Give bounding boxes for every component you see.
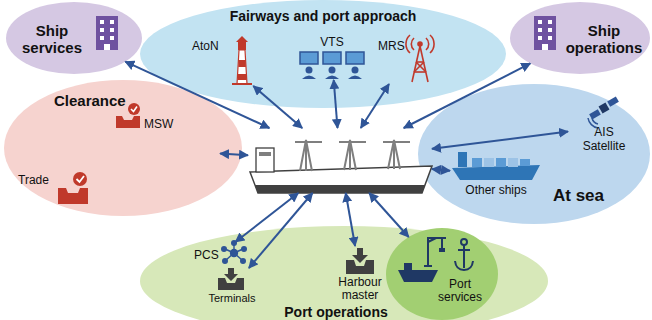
double-arrow xyxy=(249,193,313,268)
double-arrow xyxy=(235,193,298,242)
item-label: Port services xyxy=(436,278,484,304)
double-arrow xyxy=(369,193,409,237)
network-icon xyxy=(222,241,247,264)
double-arrow xyxy=(253,86,302,128)
double-arrow xyxy=(432,132,568,149)
category-title: At sea xyxy=(553,186,613,206)
item-label: Harbour master xyxy=(330,276,390,301)
double-arrow xyxy=(125,62,269,128)
mrs-item: MRS xyxy=(378,34,432,84)
double-arrow xyxy=(404,63,531,128)
ellipse-outline xyxy=(418,84,650,224)
container-ship-icon xyxy=(452,152,540,180)
building-icon xyxy=(96,16,118,50)
item-label: Terminals xyxy=(200,292,264,305)
satellite-icon xyxy=(588,97,619,128)
inbox-icon xyxy=(346,248,374,274)
radio-tower-icon xyxy=(406,35,434,82)
double-arrow xyxy=(220,154,248,156)
double-arrow xyxy=(361,84,389,128)
item-label: AIS Satellite xyxy=(576,126,632,154)
double-arrow xyxy=(432,169,450,171)
category-title: Clearance xyxy=(54,92,154,109)
category-title: Fairways and port approach xyxy=(140,8,506,24)
category-title: Ship services xyxy=(16,22,88,57)
double-arrow xyxy=(334,80,338,128)
building-icon xyxy=(534,16,556,50)
lighthouse-icon xyxy=(232,36,252,84)
item-label: VTS xyxy=(296,36,368,50)
ellipse-outline xyxy=(6,2,142,74)
category-ellipse: Port operations PCS Terminals Harbour maste… xyxy=(140,226,548,320)
pcs-item: PCS xyxy=(194,242,246,266)
inbox-check-icon xyxy=(58,172,88,204)
item-label: MSW xyxy=(144,118,176,132)
port-services-icon xyxy=(398,238,473,282)
inbox-check-icon xyxy=(116,103,140,128)
item-label: Other ships xyxy=(450,184,542,198)
inbox-icon xyxy=(218,268,244,290)
category-title: Port operations xyxy=(266,305,406,319)
item-label: PCS xyxy=(194,249,222,263)
category-ellipse: ClearanceMSW Trade xyxy=(4,80,242,216)
ship-illustration xyxy=(250,140,432,193)
item-label: AtoN xyxy=(192,40,230,54)
item-label: Trade xyxy=(18,174,58,188)
category-ellipse: Ship operations xyxy=(510,2,650,74)
double-arrow xyxy=(346,193,355,246)
vts-operators-icon xyxy=(300,52,364,79)
category-ellipse: At sea AIS SatelliteOther ships xyxy=(418,84,650,224)
ellipse-outline xyxy=(510,2,650,74)
category-ellipse: Ship services xyxy=(6,2,142,74)
category-title: Ship operations xyxy=(562,22,646,57)
item-label: MRS xyxy=(378,40,408,54)
